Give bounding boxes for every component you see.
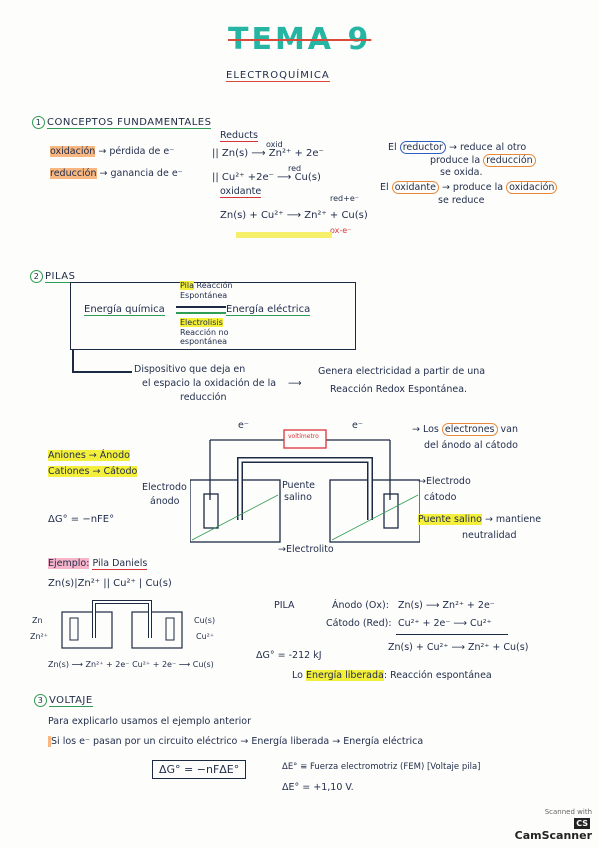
genera-2: Reacción Redox Espontánea.: [330, 384, 468, 395]
pila-espontanea: Espontánea: [180, 291, 228, 300]
electrodo-catodo-2: cátodo: [424, 492, 457, 503]
cu2-label: Cu²⁺: [196, 632, 215, 641]
cus-label: Cu(s): [194, 616, 216, 625]
oxidante-note-2: se reduce: [438, 195, 485, 206]
delta-g-value: ΔG° = -212 kJ: [256, 650, 322, 661]
voltimetro-label: voltímetro: [288, 433, 319, 440]
anodo-eq: Zn(s) ⟶ Zn²⁺ + 2e⁻: [398, 600, 495, 611]
para-explicarlo: Para explicarlo usamos el ejemplo anteri…: [48, 716, 251, 727]
arrow-genera: ⟶: [288, 378, 302, 389]
pointer-line: [72, 350, 74, 372]
ox-e-label: ox-e⁻: [330, 226, 352, 235]
galvanic-cell-diagram: [190, 429, 420, 543]
espontanea: espontánea: [180, 337, 228, 346]
zn2-label: Zn²⁺: [30, 632, 48, 641]
energia-quimica: Energía química: [84, 304, 165, 316]
dispositivo-3: reducción: [180, 392, 227, 403]
oxid-label: oxid: [266, 140, 283, 149]
sum-line: [396, 634, 508, 636]
equation-zn: || Zn(s) ⟶ Zn²⁺ + 2e⁻: [212, 148, 324, 159]
delta-g-formula: ΔG° = −nFE°: [48, 514, 115, 525]
cs-icon: CS: [574, 818, 590, 829]
oxidacion-def: oxidación → pérdida de e⁻: [50, 146, 175, 157]
puente-2: salino: [284, 492, 312, 503]
electrodo-anodo-2: ánodo: [150, 496, 180, 507]
neutralidad: neutralidad: [462, 530, 517, 541]
reduccion-def: reducción → ganancia de e⁻: [50, 168, 183, 179]
oxidante-label: oxidante: [220, 186, 262, 198]
catodo-eq: Cu²⁺ + 2e⁻ ⟶ Cu²⁺: [398, 618, 492, 629]
cell-notation: Zn(s)|Zn²⁺ || Cu²⁺ | Cu(s): [48, 578, 172, 589]
voltage-value: ΔE° = +1,10 V.: [282, 782, 354, 793]
voltage-formula: ΔG° = −nFΔE°: [152, 760, 247, 779]
reaccion-no: Reacción no: [180, 328, 229, 337]
scanned-with: Scanned with: [544, 808, 592, 816]
equation-total: Zn(s) + Cu²⁺ ⟶ Zn²⁺ + Cu(s): [220, 210, 368, 221]
catodo-label: Cátodo (Red):: [326, 618, 392, 629]
camscanner-logo: CSCamScanner: [514, 818, 592, 842]
e-left: e⁻: [238, 420, 249, 431]
puente-1: Puente: [282, 480, 316, 491]
anodo-label: Ánodo (Ox):: [332, 600, 389, 611]
pilas-box: [70, 282, 356, 350]
arrow-forward: [176, 306, 226, 308]
dispositivo-2: el espacio la oxidación de la: [142, 378, 277, 389]
camscanner-badge: Scanned with CSCamScanner: [497, 808, 592, 842]
dispositivo-1: Dispositivo que deja en: [134, 364, 246, 375]
reductor-note-2: produce la reducción: [430, 154, 536, 167]
electrones-note: → Los electrones van: [412, 423, 519, 436]
half-reactions-bottom: Zn(s) ⟶ Zn²⁺ + 2e⁻ Cu²⁺ + 2e⁻ ⟶ Cu(s): [48, 660, 214, 669]
pila-label: PILA: [274, 600, 295, 611]
electrolisis: Electrolisis: [180, 318, 223, 327]
cationes-note: Cationes → Cátodo: [48, 466, 138, 477]
pila-reaccion: Pila Reacción: [180, 281, 233, 290]
electrodo-anodo-1: Electrodo: [142, 482, 187, 493]
daniell-cell-sketch: [61, 600, 183, 649]
energia-liberada-note: Lo Energía liberada: Reacción espontánea: [292, 670, 492, 681]
equation-cu: || Cu²⁺ +2e⁻ ⟶ Cu(s): [212, 172, 321, 183]
page-subtitle: ELECTROQUÍMICA: [226, 70, 330, 82]
red-label: red: [288, 164, 302, 173]
fem-definition: ΔE° ≡ Fuerza electromotriz (FEM) [Voltaj…: [282, 762, 481, 772]
puente-salino-note: Puente salino → mantiene: [418, 514, 542, 525]
oxidante-note: El oxidante → produce la oxidación: [380, 181, 558, 194]
reductor-note-3: se oxida.: [440, 167, 483, 178]
zn-label: Zn: [32, 616, 43, 625]
e-right: e⁻: [352, 420, 363, 431]
reductor-note: El reductor → reduce al otro: [388, 141, 527, 154]
aniones-note: Aniones → Ánodo: [48, 450, 130, 461]
arrow-back: [176, 312, 226, 314]
reducts-label: Reducts: [220, 130, 258, 142]
electrolito-label: →Electrolito: [278, 544, 334, 555]
total-eq: Zn(s) + Cu²⁺ ⟶ Zn²⁺ + Cu(s): [388, 642, 529, 653]
si-los-electrones: Si los e⁻ pasan por un circuito eléctric…: [48, 736, 423, 747]
ejemplo-label: Ejemplo: Pila Daniels: [48, 558, 148, 570]
pointer-line-h: [72, 371, 132, 373]
highlight-bar: [236, 232, 332, 238]
energia-electrica: Energía eléctrica: [226, 304, 311, 316]
electrodo-catodo-1: →Electrodo: [418, 476, 471, 487]
genera-1: Genera electricidad a partir de una: [318, 366, 486, 377]
red-e-label: red+e⁻: [330, 194, 359, 203]
page-title: TEMA 9: [228, 22, 372, 57]
electrones-note-2: del ánodo al cátodo: [424, 440, 518, 451]
